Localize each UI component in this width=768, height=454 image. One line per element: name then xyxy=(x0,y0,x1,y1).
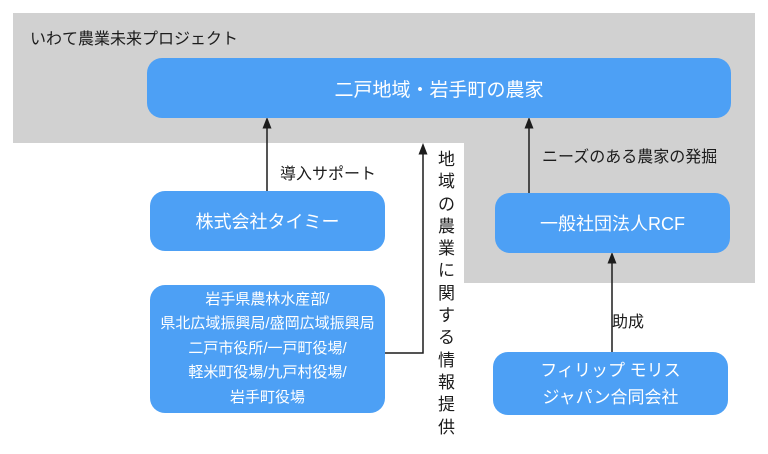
node-philip-morris-line: フィリップ モリス xyxy=(540,360,681,380)
node-government: 岩手県農林水産部/ 県北広域振興局/盛岡広域振興局 二戸市役所/一戸町役場/ 軽… xyxy=(150,285,385,413)
node-timee: 株式会社タイミー xyxy=(150,191,385,251)
node-government-line: 岩手町役場 xyxy=(229,388,305,406)
edge-label-intro-support: 導入サポート xyxy=(280,166,377,183)
node-government-line: 県北広域振興局/盛岡広域振興局 xyxy=(160,315,375,333)
node-philip-morris-line: ジャパン合同会社 xyxy=(542,387,679,407)
node-government-line: 二戸市役所/一戸町役場/ xyxy=(188,339,347,357)
arrow-info-provision xyxy=(385,143,428,354)
node-rcf: 一般社団法人RCF xyxy=(495,193,730,253)
project-title: いわて農業未来プロジェクト xyxy=(30,31,239,48)
node-philip-morris: フィリップ モリス ジャパン合同会社 xyxy=(493,352,728,415)
edge-label-needs-discovery: ニーズのある農家の発掘 xyxy=(542,149,718,166)
node-government-line: 軽米町役場/九戸村役場/ xyxy=(188,364,347,382)
node-government-line: 岩手県農林水産部/ xyxy=(205,290,330,308)
edge-label-grant: 助成 xyxy=(612,314,645,331)
node-farmers: 二戸地域・岩手町の農家 xyxy=(147,58,731,118)
edge-label-info-provision: 地域の農業に関する情報提供 xyxy=(438,150,455,437)
